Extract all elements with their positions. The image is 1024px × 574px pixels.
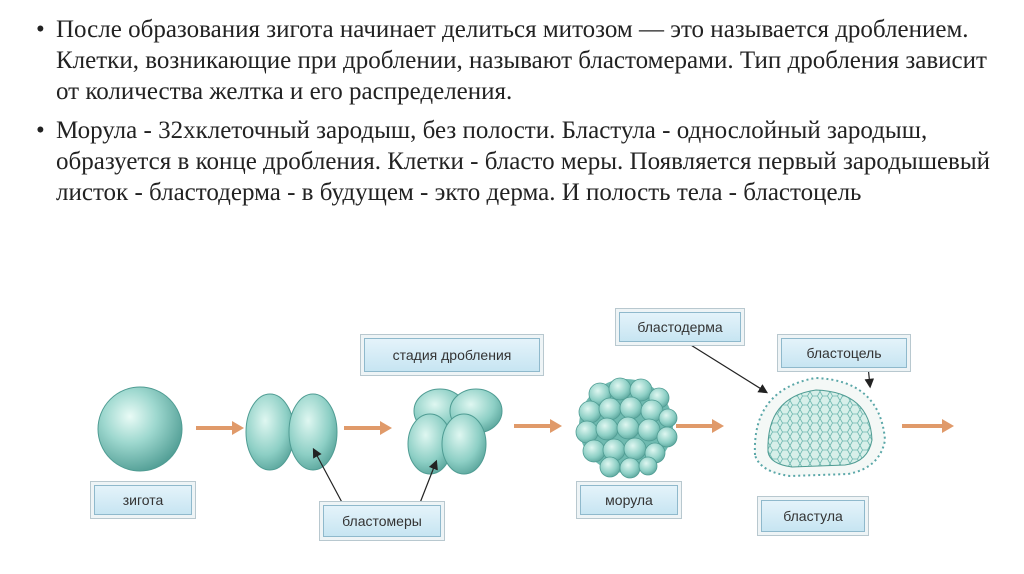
- label-blastoderm: бластодерма: [619, 312, 741, 342]
- label-zygote: зигота: [94, 485, 192, 515]
- stage-arrow-5: [902, 419, 954, 433]
- blastula-embryo: [755, 378, 885, 476]
- label-blastomeres: бластомеры: [323, 505, 441, 537]
- label-morula: морула: [580, 485, 678, 515]
- stage-arrow-1: [196, 421, 244, 435]
- label-blastula: бластула: [761, 500, 865, 532]
- stage-arrow-2: [344, 421, 392, 435]
- label-cleavage-stage: стадия дробления: [364, 338, 540, 372]
- stage-arrow-4: [676, 419, 724, 433]
- label-blastocoel: бластоцель: [781, 338, 907, 368]
- four-cell-embryo: [408, 389, 502, 474]
- morula-embryo: [576, 378, 677, 478]
- stage-arrow-3: [514, 419, 562, 433]
- two-cell-embryo: [246, 394, 337, 470]
- zygote-cell: [98, 387, 182, 471]
